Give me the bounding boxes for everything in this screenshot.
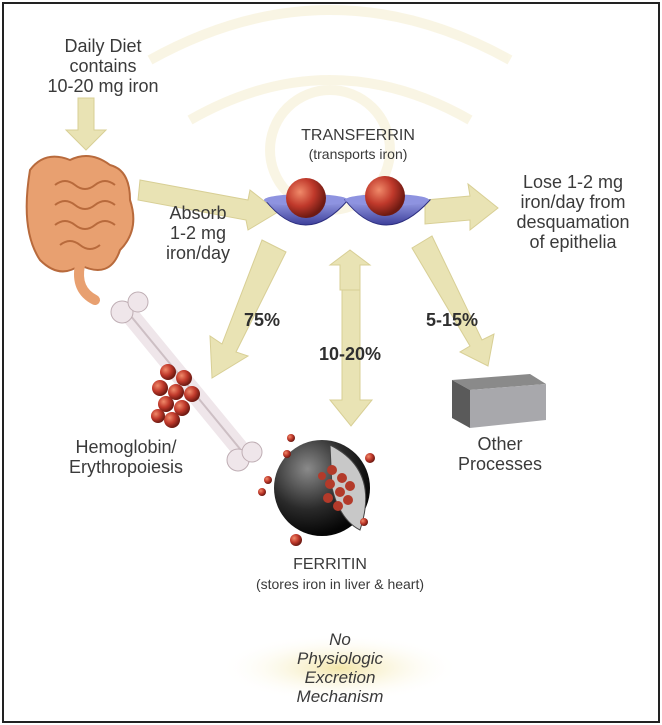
ferritin-subtitle: (stores iron in liver & heart) bbox=[180, 577, 500, 593]
absorb-line: iron/day bbox=[140, 243, 256, 263]
percent-10-20-label: 10-20% bbox=[300, 344, 400, 364]
diet-line: contains bbox=[18, 56, 188, 76]
hemoglobin-line: Hemoglobin/ bbox=[26, 437, 226, 457]
lose-line: Lose 1-2 mg bbox=[488, 172, 658, 192]
transferrin-subtitle: (transports iron) bbox=[258, 147, 458, 163]
absorb-line: 1-2 mg bbox=[140, 223, 256, 243]
percent-5-15-label: 5-15% bbox=[412, 310, 492, 330]
no-excretion-line: Physiologic bbox=[240, 649, 440, 668]
lose-line: of epithelia bbox=[488, 232, 658, 252]
no-excretion-line: No bbox=[240, 630, 440, 649]
intestine-image bbox=[27, 156, 134, 300]
ferritin-image bbox=[258, 434, 375, 546]
lose-line: iron/day from bbox=[488, 192, 658, 212]
transferrin-image bbox=[264, 176, 430, 225]
no-excretion-label: No Physiologic Excretion Mechanism bbox=[240, 630, 440, 706]
other-processes-label: Other Processes bbox=[430, 434, 570, 474]
other-line: Processes bbox=[430, 454, 570, 474]
absorb-label: Absorb 1-2 mg iron/day bbox=[140, 203, 256, 263]
diet-line: Daily Diet bbox=[18, 36, 188, 56]
hemoglobin-label: Hemoglobin/ Erythropoiesis bbox=[26, 437, 226, 477]
ferritin-title: FERRITIN bbox=[230, 556, 430, 574]
arrow-5-15 bbox=[412, 236, 494, 366]
diet-line: 10-20 mg iron bbox=[18, 76, 188, 96]
daily-diet-label: Daily Diet contains 10-20 mg iron bbox=[18, 36, 188, 96]
diet-arrow bbox=[66, 98, 106, 150]
absorb-line: Absorb bbox=[140, 203, 256, 223]
hemoglobin-line: Erythropoiesis bbox=[26, 457, 226, 477]
no-excretion-line: Mechanism bbox=[240, 687, 440, 706]
lose-label: Lose 1-2 mg iron/day from desquamation o… bbox=[488, 172, 658, 253]
no-excretion-line: Excretion bbox=[240, 668, 440, 687]
percent-75-label: 75% bbox=[232, 310, 292, 330]
lose-line: desquamation bbox=[488, 212, 658, 232]
return-arrow bbox=[330, 250, 370, 290]
watermark bbox=[150, 10, 510, 210]
other-line: Other bbox=[430, 434, 570, 454]
transferrin-title: TRANSFERRIN bbox=[258, 127, 458, 145]
rbc-cluster bbox=[151, 364, 200, 428]
other-processes-box bbox=[452, 374, 546, 428]
